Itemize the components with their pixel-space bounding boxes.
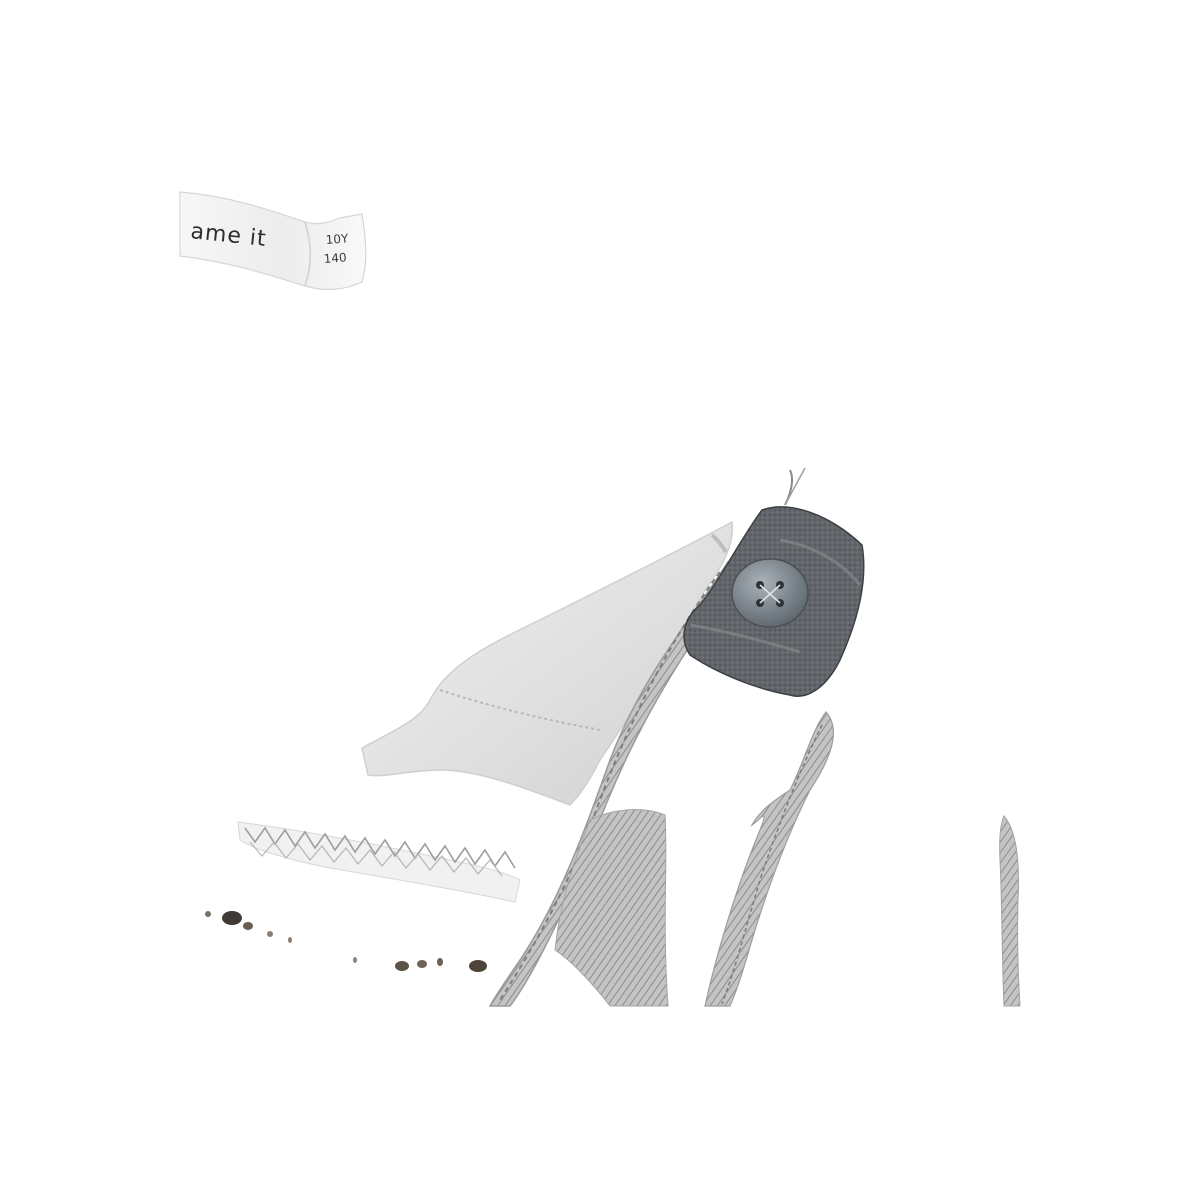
denim-patch [554, 809, 669, 1007]
print-speckles [205, 911, 487, 972]
size-age-text: 10Y [325, 231, 349, 247]
size-height-text: 140 [323, 250, 347, 266]
side-seam [999, 815, 1021, 1007]
waistband-hem [237, 821, 521, 903]
pocket-lining [361, 520, 734, 806]
brand-label: ame it 10Y 140 [179, 191, 367, 291]
button-icon [731, 558, 809, 628]
denim-strap [704, 711, 834, 1007]
